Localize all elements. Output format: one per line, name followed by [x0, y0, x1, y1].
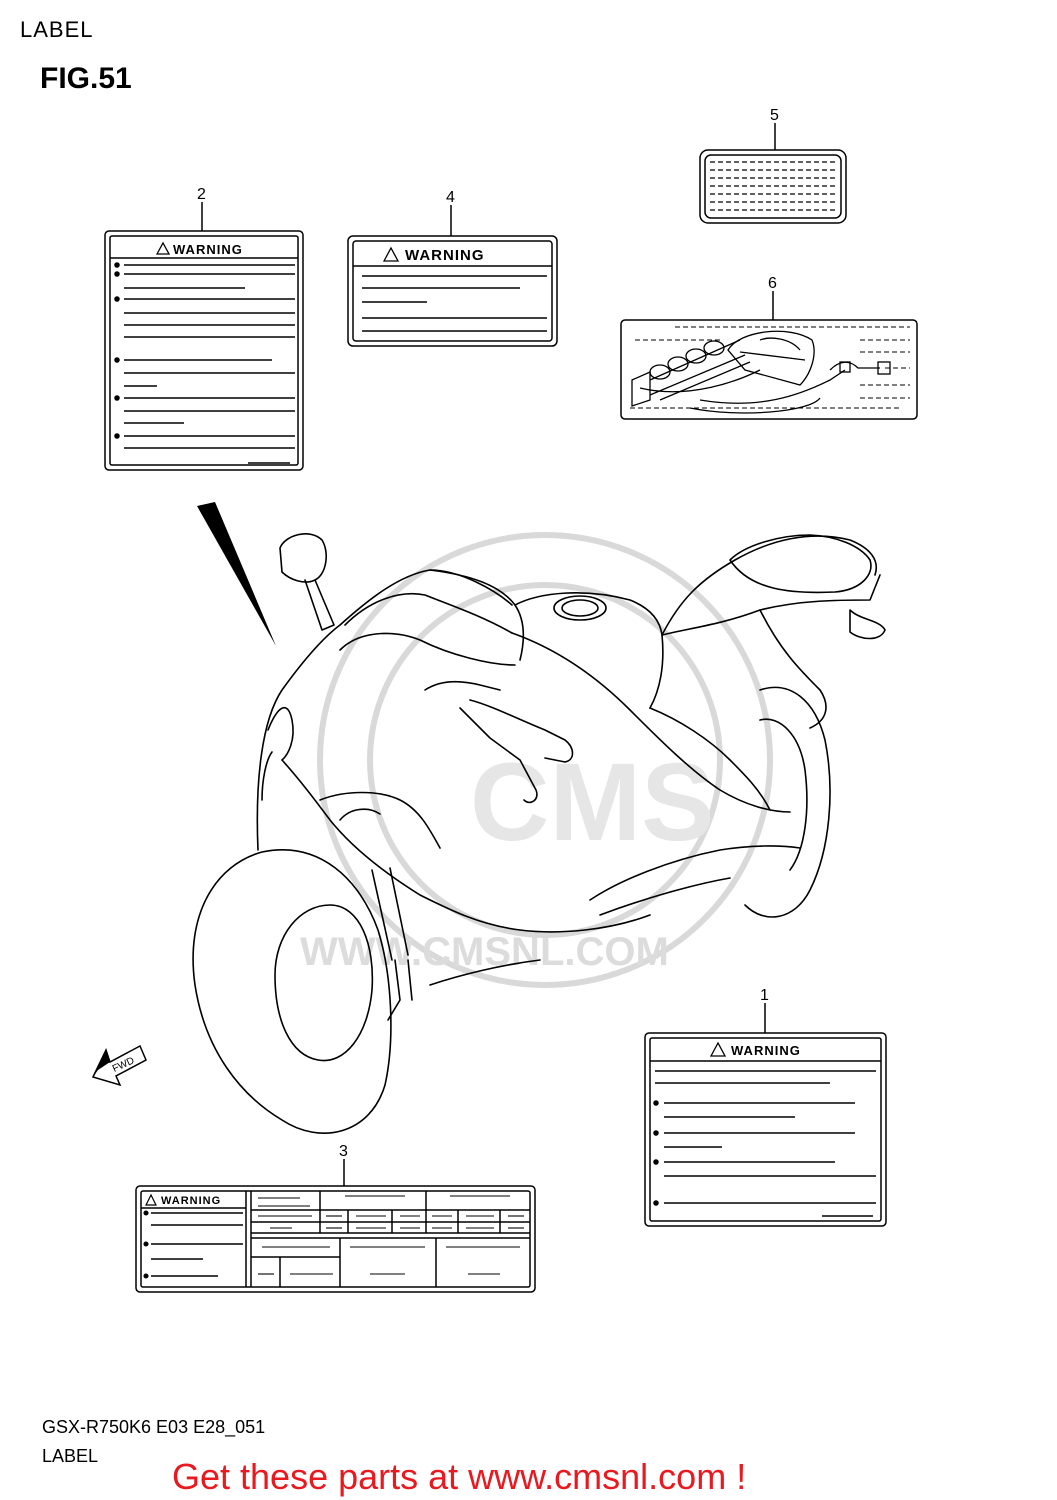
front-wheel — [192, 849, 392, 1134]
label-3-tire-info: WARNING — [135, 1185, 536, 1293]
section-label: LABEL — [20, 17, 94, 42]
fwd-arrow: FWD — [91, 1044, 147, 1087]
figure-title: FIG.51 — [40, 62, 132, 95]
callout-4: 4 — [446, 189, 455, 236]
callout-3-number: 3 — [339, 1143, 348, 1160]
watermark-url: WWW.CMSNL.COM — [300, 930, 669, 974]
callout-2-number: 2 — [197, 186, 206, 203]
watermark-logo-text: CMS — [470, 741, 714, 864]
motorcycle-illustration — [192, 533, 886, 1134]
callout-5: 5 — [770, 107, 779, 150]
mirror — [279, 533, 327, 583]
airbox-icon — [727, 330, 815, 386]
label-3-warning-text: WARNING — [161, 1195, 221, 1207]
label-1-warning-text: WARNING — [731, 1043, 801, 1058]
fuel-cap — [553, 595, 607, 621]
fuel-tank — [514, 592, 664, 709]
label-6-hose-routing — [620, 319, 918, 420]
callout-2: 2 — [197, 186, 206, 231]
callout-5-number: 5 — [770, 107, 779, 124]
callout-6: 6 — [768, 275, 777, 320]
promo-link[interactable]: Get these parts at www.cmsnl.com ! — [172, 1456, 747, 1497]
callout-1: 1 — [760, 987, 769, 1033]
diagram-code: GSX-R750K6 E03 E28_051 — [42, 1417, 266, 1437]
label-5-info — [699, 149, 847, 224]
throttle-bodies-icon — [631, 339, 761, 407]
label-1-warning: WARNING — [644, 1032, 887, 1227]
callout-1-number: 1 — [760, 987, 769, 1004]
seat — [661, 535, 877, 636]
rear-wheel — [744, 686, 831, 918]
diagram-label: LABEL — [42, 1446, 99, 1466]
pointer-arrow — [197, 502, 276, 646]
callout-3: 3 — [339, 1143, 348, 1186]
callout-6-number: 6 — [768, 275, 777, 292]
callout-4-number: 4 — [446, 189, 455, 206]
watermark: CMS WWW.CMSNL.COM — [300, 532, 773, 988]
label-2-warning: WARNING — [104, 230, 304, 471]
label-4-warning-text: WARNING — [405, 247, 485, 264]
label-4-warning: WARNING — [347, 235, 558, 347]
label-2-warning-text: WARNING — [173, 242, 243, 257]
